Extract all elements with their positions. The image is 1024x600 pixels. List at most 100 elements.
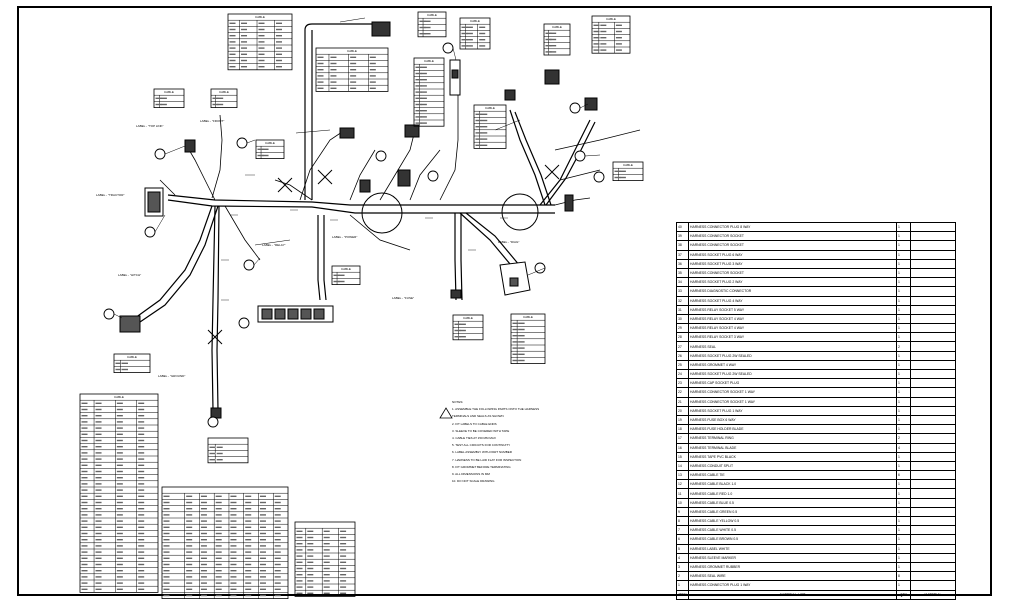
- bom-description: HARNESS CAP SOCKET PLUG: [688, 378, 897, 389]
- bom-description: HARNESS RELAY SOCKET 4 WAY: [688, 323, 897, 334]
- bom-item-number: 31: [676, 304, 689, 315]
- bom-item-number: 40: [676, 221, 689, 233]
- bom-description: HARNESS LABEL WHITE: [688, 543, 897, 554]
- cable-table-title: CABLE: [114, 395, 124, 399]
- table-frame: [113, 353, 151, 374]
- note-line: 6. LABEL ASSEMBLY WITH PART NUMBER: [452, 450, 512, 455]
- bom-item-number: 19: [676, 414, 689, 426]
- cable-table: [413, 57, 445, 127]
- cable-table: [227, 13, 293, 71]
- table-frame: [227, 13, 293, 71]
- bom-material: [910, 341, 956, 352]
- bom-description: HARNESS SOCKET PLUG 2 WAY: [688, 277, 897, 288]
- wire-label: LABEL - "FUSE": [392, 296, 415, 300]
- bom-material: [910, 470, 956, 481]
- bom-quantity: 1: [896, 405, 911, 416]
- table-frame: [612, 161, 644, 182]
- bom-item-number: 34: [676, 277, 689, 288]
- bom-description: HARNESS DIAGNOSTIC CONNECTOR: [688, 286, 897, 297]
- bom-quantity: 1: [896, 368, 911, 380]
- bom-description: HARNESS TAPE PVC BLACK: [688, 451, 897, 462]
- bom-item-number: 15: [676, 451, 689, 462]
- bom-description: HARNESS SEAL: [688, 341, 897, 352]
- wire-label: LABEL - "FRONT": [200, 119, 225, 123]
- cable-table: [459, 17, 491, 50]
- cable-table-title: CABLE: [463, 316, 473, 320]
- cable-table: [210, 88, 238, 109]
- cable-table: [255, 139, 285, 160]
- bom-material: [910, 479, 956, 490]
- bom-description: HARNESS CONNECTOR PLUG 8 WAY: [688, 221, 897, 233]
- bom-item-number: 18: [676, 424, 689, 435]
- bom-description: HARNESS CONNECTOR SOCKET 1 WAY: [688, 387, 897, 398]
- bom-material: [910, 221, 956, 233]
- cable-table-title: CABLE: [255, 15, 265, 19]
- bom-item-number: 8: [676, 515, 689, 527]
- grommets: [361, 192, 539, 234]
- cable-table-title: CABLE: [552, 25, 562, 29]
- bom-material: [910, 350, 956, 361]
- bom-item-number: 17: [676, 433, 689, 444]
- bom-item-number: 4: [676, 552, 689, 563]
- cable-table: [153, 88, 185, 109]
- bom-description: HARNESS CONNECTOR SOCKET: [688, 267, 897, 279]
- bom-item-number: 7: [676, 525, 689, 536]
- bom-quantity: 1: [896, 304, 911, 315]
- bom-material: [910, 286, 956, 297]
- bom-quantity: 6: [896, 470, 911, 481]
- cable-table-title: CABLE: [485, 106, 495, 110]
- bom-quantity: 1: [896, 286, 911, 297]
- bom-quantity: 1: [896, 267, 911, 279]
- bom-quantity: 1: [896, 460, 911, 472]
- bom-quantity: 1: [896, 561, 911, 573]
- table-frame: [153, 88, 185, 109]
- bom-description: HARNESS CABLE YELLOW 0.5: [688, 515, 897, 527]
- cable-table-title: CABLE: [606, 17, 616, 21]
- bom-material: [910, 571, 956, 582]
- wire-label: LABEL - "RELAY": [262, 243, 286, 247]
- connectors: [119, 21, 598, 419]
- bom-material: [910, 525, 956, 536]
- bom-description: HARNESS CABLE GREEN 0.5: [688, 506, 897, 518]
- bom-quantity: 8: [896, 571, 911, 582]
- note-line: 8. FIT GROMMET BEFORE TERMINATING: [452, 464, 511, 469]
- bom-description: HARNESS CONDUIT SPLIT: [688, 460, 897, 472]
- bom-item-number: 6: [676, 534, 689, 545]
- bom-material: [910, 323, 956, 334]
- bom-quantity: 1: [896, 543, 911, 554]
- cable-table-title: CABLE: [427, 13, 437, 17]
- table-frame: [331, 265, 361, 286]
- table-frame: [210, 88, 238, 109]
- table-frame: [459, 17, 491, 50]
- cable-tables: [79, 11, 644, 599]
- bom-item-number: 21: [676, 396, 689, 407]
- bom-material: [910, 433, 956, 444]
- bom-description: HARNESS RELAY SOCKET 3 WAY: [688, 332, 897, 343]
- bom-description: HARNESS CONNECTOR SOCKET: [688, 231, 897, 242]
- cable-table: [510, 313, 546, 364]
- bom-description: HARNESS SOCKET PLUG 2W SEALED: [688, 350, 897, 361]
- bom-item-number: 9: [676, 506, 689, 518]
- bom-item-number: 11: [676, 488, 689, 499]
- bom-item-number: 24: [676, 368, 689, 380]
- bom-item-number: 22: [676, 387, 689, 398]
- bom-material: [910, 451, 956, 462]
- bom-item-number: 32: [676, 295, 689, 306]
- bom-material: [910, 506, 956, 518]
- bom-item-number: 3: [676, 561, 689, 573]
- cable-table-title: CABLE: [164, 90, 174, 94]
